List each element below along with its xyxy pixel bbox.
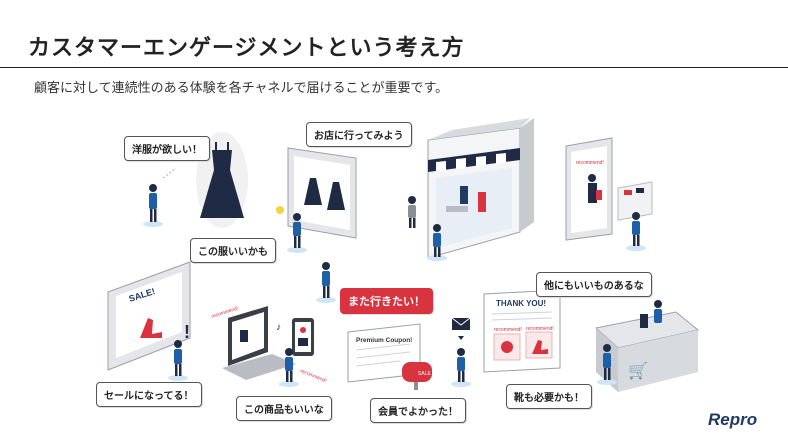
coupon-text: Premium Coupon! bbox=[356, 337, 412, 344]
bubble-sale: セールになってる！ bbox=[96, 382, 202, 407]
laptop-device: recommend! bbox=[211, 306, 296, 380]
bubble-visit-store: お店に行ってみよう bbox=[306, 122, 412, 147]
page-title: カスタマーエンゲージメントという考え方 bbox=[28, 36, 465, 61]
customer-figure-11 bbox=[597, 344, 617, 385]
bubble-like-this: この服いいかも bbox=[190, 238, 276, 263]
customer-figure-6 bbox=[316, 262, 336, 303]
bubble-shoes-too: 靴も必要かも！ bbox=[506, 384, 592, 409]
email-recommend-1: recommend! bbox=[494, 327, 522, 333]
mailbox-tag-text: SALE bbox=[418, 371, 431, 377]
customer-figure-8 bbox=[279, 348, 299, 387]
customer-figure-2 bbox=[287, 213, 307, 253]
premium-coupon-card: Premium Coupon! bbox=[347, 323, 421, 383]
sale-tablet-screen: SALE! bbox=[107, 261, 191, 371]
bubble-other-good: 他にもいいものあるな bbox=[536, 272, 652, 297]
customer-figure-10 bbox=[654, 300, 662, 323]
envelope-icon bbox=[451, 317, 471, 340]
digital-signage: recommend! bbox=[565, 137, 613, 241]
shoe-shelf bbox=[617, 181, 653, 221]
customer-figure-4 bbox=[427, 224, 447, 261]
bubble-glad-member: 会員でよかった！ bbox=[370, 398, 466, 423]
exclamation-icon: ! bbox=[184, 322, 190, 342]
signage-recommend-text: recommend! bbox=[576, 160, 604, 166]
smartphone-device: recommend! bbox=[292, 318, 327, 384]
customer-figure-9 bbox=[451, 348, 471, 387]
page-subtitle: 顧客に対して連続性のある体験を各チャネルで届けることが重要です。 bbox=[34, 81, 449, 96]
mailbox-icon: SALE bbox=[402, 362, 432, 390]
phone-recommend-text: recommend! bbox=[299, 368, 327, 384]
web-product-screen bbox=[287, 147, 357, 239]
thank-you-email: THANK YOU! recommend! recommend! bbox=[483, 289, 561, 373]
title-divider bbox=[0, 67, 788, 68]
customer-figure-5 bbox=[626, 212, 646, 251]
bubble-this-product: この商品もいいな bbox=[236, 396, 332, 421]
customer-figure-3 bbox=[408, 196, 416, 228]
customer-figure-1 bbox=[143, 184, 163, 227]
thank-you-text: THANK YOU! bbox=[496, 299, 546, 308]
email-recommend-2: recommend! bbox=[526, 326, 554, 332]
checkout-counter: 🛒 bbox=[594, 311, 700, 392]
customer-figure-7 bbox=[168, 340, 188, 381]
bubble-want-again: また行きたい！ bbox=[340, 288, 433, 314]
music-note-icon: ♪ bbox=[276, 322, 281, 333]
retail-store-building bbox=[427, 118, 534, 259]
shopping-cart-icon: 🛒 bbox=[628, 361, 648, 380]
idea-lightbulb-icon bbox=[276, 206, 284, 214]
bubble-want-clothes: 洋服が欲しい！ bbox=[124, 136, 210, 161]
repro-logo: Repro bbox=[708, 410, 758, 429]
